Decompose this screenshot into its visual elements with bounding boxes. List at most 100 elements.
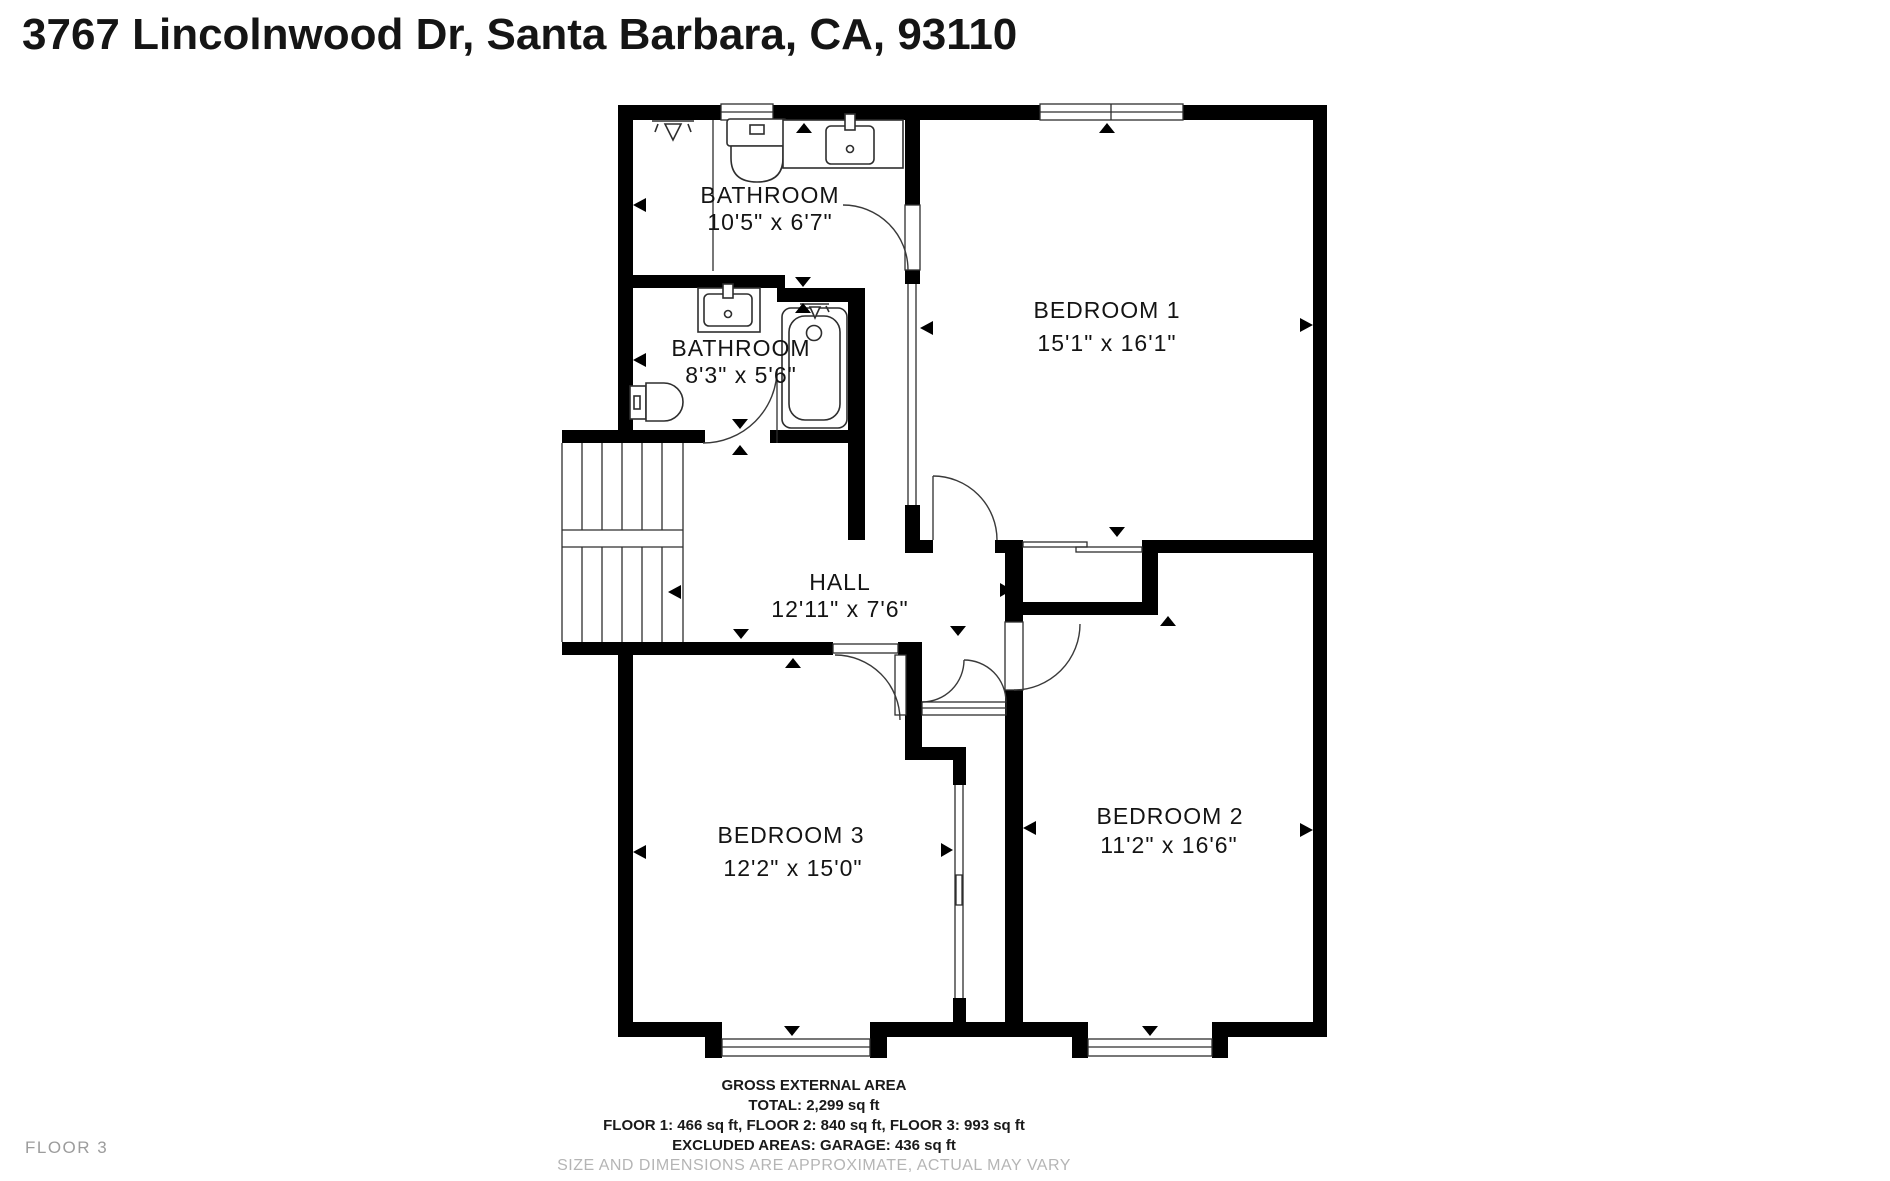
wall-segment [905, 105, 920, 205]
door-arc [834, 654, 901, 721]
door-arc [702, 368, 778, 444]
disclaimer: SIZE AND DIMENSIONS ARE APPROXIMATE, ACT… [557, 1157, 1071, 1174]
direction-tick [1142, 1026, 1158, 1036]
wall-segment [848, 302, 865, 540]
door-leaf [1005, 622, 1023, 690]
window-bedroom1 [1039, 102, 1184, 122]
wall-segment [1142, 540, 1327, 553]
shower-icon [652, 120, 694, 142]
room-label-bedroom1: BEDROOM 1 [1033, 297, 1180, 323]
wall-segment [618, 1022, 720, 1037]
room-dims-bedroom1: 15'1" x 16'1" [1037, 330, 1176, 356]
direction-tick [1000, 583, 1012, 597]
wall-segment [633, 275, 785, 288]
direction-tick [1109, 527, 1125, 537]
door-arc [842, 204, 909, 271]
room-label-bedroom3: BEDROOM 3 [717, 822, 864, 848]
wall-segment [953, 747, 966, 785]
window-sidelight [905, 284, 920, 505]
direction-tick [1300, 823, 1313, 837]
wall-segment [562, 642, 833, 655]
direction-tick [950, 626, 966, 636]
wall-segment [1005, 540, 1023, 622]
direction-tick [1023, 821, 1036, 835]
room-label-bathroom2: BATHROOM [671, 335, 810, 361]
wall-segment [1212, 1022, 1228, 1058]
direction-tick [732, 445, 748, 455]
direction-tick [795, 277, 811, 287]
direction-tick [1160, 616, 1176, 626]
room-dims-bathroom2: 8'3" x 5'6" [685, 362, 797, 388]
wall-segment [562, 430, 705, 443]
door-leaf [895, 655, 906, 715]
toilet-icon [629, 382, 684, 422]
wall-segment [905, 540, 933, 553]
wall-segment [1313, 105, 1327, 1035]
wall-segment [618, 105, 633, 432]
door-arc [932, 475, 998, 541]
wall-segment [870, 1022, 887, 1058]
wall-segment [905, 270, 920, 284]
direction-tick [920, 321, 933, 335]
wall-segment [1005, 602, 1158, 615]
door-leaf [905, 205, 920, 270]
direction-tick [849, 353, 862, 367]
toilet-icon [726, 118, 788, 183]
door-threshold [832, 643, 899, 654]
direction-tick [633, 845, 646, 859]
direction-tick [633, 353, 646, 367]
window-bathroom1 [720, 102, 774, 122]
wall-segment [618, 655, 633, 1022]
area-summary: GROSS EXTERNAL AREA TOTAL: 2,299 sq ft F… [414, 1076, 1214, 1176]
doors [702, 204, 1143, 721]
room-dims-bathroom1: 10'5" x 6'7" [707, 209, 832, 235]
direction-tick [668, 585, 681, 599]
wall-segment [1228, 1022, 1327, 1037]
window-shaft [953, 785, 966, 998]
wall-segment [887, 1022, 1072, 1037]
sink-icon [782, 113, 904, 169]
excluded-areas: EXCLUDED AREAS: GARAGE: 436 sq ft [672, 1137, 956, 1154]
direction-tick [784, 1026, 800, 1036]
sink-icon [697, 283, 761, 333]
door-arc [1013, 623, 1081, 691]
room-dims-bedroom3: 12'2" x 15'0" [723, 855, 862, 881]
address-title: 3767 Lincolnwood Dr, Santa Barbara, CA, … [22, 10, 1018, 59]
door-arc [921, 659, 965, 703]
room-dims-bedroom2: 11'2" x 16'6" [1100, 832, 1237, 858]
direction-tick [633, 198, 646, 212]
window-bedroom3 [721, 1037, 871, 1058]
direction-tick [733, 629, 749, 639]
floor-number-label: FLOOR 3 [25, 1138, 109, 1157]
wall-segment [618, 105, 722, 120]
wall-segment [1072, 1022, 1088, 1058]
wall-segment [705, 1022, 722, 1058]
direction-tick [732, 419, 748, 429]
total-area: TOTAL: 2,299 sq ft [748, 1097, 880, 1114]
direction-tick [941, 843, 953, 857]
stairs [561, 443, 684, 642]
wall-segment [905, 642, 922, 760]
direction-ticks [633, 123, 1313, 1036]
room-label-bedroom2: BEDROOM 2 [1096, 803, 1243, 829]
wall-segment [770, 430, 848, 443]
direction-tick [1099, 123, 1115, 133]
direction-tick [785, 658, 801, 668]
wall-segment [1183, 105, 1327, 120]
direction-tick [796, 123, 812, 133]
door-arc [963, 659, 1007, 703]
gross-area-heading: GROSS EXTERNAL AREA [721, 1077, 907, 1094]
bathtub-icon [781, 303, 848, 429]
room-label-bathroom1: BATHROOM [700, 182, 839, 208]
sliding-door [1022, 540, 1143, 553]
room-dims-hall: 12'11" x 7'6" [771, 596, 908, 622]
wall-segment [953, 998, 966, 1022]
room-labels: BATHROOM 10'5" x 6'7" BATHROOM 8'3" x 5'… [671, 182, 1243, 881]
window-bedroom2 [1087, 1037, 1213, 1058]
direction-tick [1300, 318, 1313, 332]
floor-areas: FLOOR 1: 466 sq ft, FLOOR 2: 840 sq ft, … [603, 1117, 1025, 1134]
wall-segment [1142, 540, 1158, 615]
wall-segment [777, 288, 865, 302]
walls [562, 105, 1327, 1058]
